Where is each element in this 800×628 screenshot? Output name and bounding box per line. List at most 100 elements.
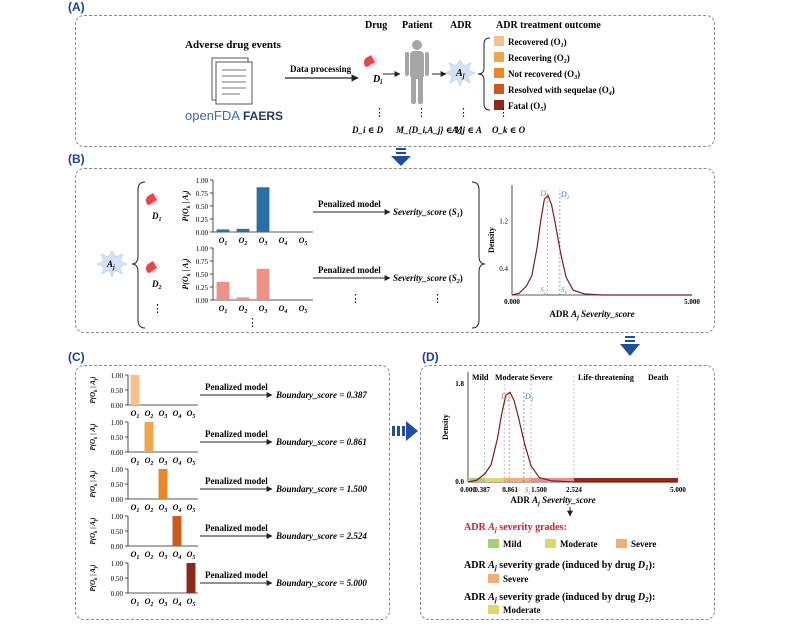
b2-xtick-5: O5 xyxy=(299,304,308,315)
boundary-score-1: Boundary_score = 0.387 xyxy=(275,390,367,400)
document-icon xyxy=(211,57,253,105)
b1-ytick-3: 0.25 xyxy=(196,216,209,224)
c5-ylabel: P(Ok | Aj) xyxy=(89,564,99,591)
c5-xtick-3: O3 xyxy=(159,597,168,608)
b1-bar-1 xyxy=(216,229,230,232)
patient-set-label: M_{D_i,A_j} ∈ M xyxy=(395,125,464,135)
c1-xtick-5: O5 xyxy=(187,409,196,420)
score-label-b2: Severity_score (S2) xyxy=(393,273,463,285)
d1-grade-swatch xyxy=(488,574,499,583)
c1-ytick-0: 1.00 xyxy=(111,372,124,380)
model-ellipsis-b: ⋮ xyxy=(350,293,361,305)
c3-bar-3 xyxy=(158,469,168,499)
score-ellipsis-b: ⋮ xyxy=(432,293,443,305)
c2-xtick-5: O5 xyxy=(187,456,196,467)
patient-figure-icon xyxy=(405,40,429,104)
c5-ytick-1: 0.50 xyxy=(111,575,124,583)
outcome-label-4: Resolved with sequelae (O4) xyxy=(508,85,615,97)
c5-ytick-0: 1.00 xyxy=(111,560,124,568)
adr-node-label: Aj xyxy=(455,68,465,80)
boundary-score-3: Boundary_score = 1.500 xyxy=(275,484,367,494)
b1-xtick-2: O2 xyxy=(239,236,248,247)
boundary-score-5: Boundary_score = 5.000 xyxy=(275,578,367,588)
c4-ytick-2: 0.00 xyxy=(111,543,124,551)
b-marker-s1: S1 xyxy=(561,286,567,296)
outcome-swatch-2 xyxy=(494,52,504,62)
b-xtick-1: 5.000 xyxy=(684,298,700,306)
b1-ytick-2: 0.50 xyxy=(196,203,209,211)
c4-xtick-4: O4 xyxy=(173,550,182,561)
outcome-label-5: Fatal (O5) xyxy=(508,101,546,113)
b1-ytick-0: 1.00 xyxy=(196,177,209,185)
d1-grade-label: Severe xyxy=(503,574,528,584)
outcome-swatch-4 xyxy=(494,84,504,94)
b2-bar-2 xyxy=(236,297,250,300)
d2-grade-swatch xyxy=(488,605,499,614)
d-xtick-2: 0.861 xyxy=(502,486,518,494)
b1-bar-2 xyxy=(236,228,250,232)
b1-xtick-5: O5 xyxy=(299,236,308,247)
c4-xtick-1: O1 xyxy=(131,550,140,561)
c-model-label-1: Penalized model xyxy=(205,382,268,392)
c1-xtick-2: O2 xyxy=(145,409,154,420)
c4-ytick-0: 1.00 xyxy=(111,513,124,521)
panel-b-label: (B) xyxy=(68,152,85,166)
d-grade-label-4: Life-threatening xyxy=(578,373,634,382)
c3-ytick-0: 1.00 xyxy=(111,466,124,474)
b2-ytick-2: 0.50 xyxy=(196,271,209,279)
b2-bar-3 xyxy=(256,268,270,300)
col-adr: ADR xyxy=(450,20,472,31)
b2-xtick-3: O3 xyxy=(259,304,268,315)
b1-xtick-1: O1 xyxy=(219,236,228,247)
drug-ellipsis: ⋮ xyxy=(374,107,385,119)
b-marker-d2: D2 xyxy=(539,189,549,200)
b-ytick-1: 0.4 xyxy=(499,265,508,273)
c5-xtick-4: O4 xyxy=(173,597,182,608)
adr-ellipsis: ⋮ xyxy=(458,107,469,119)
d-grade-band-5 xyxy=(574,478,678,482)
outcome-label-2: Recovering (O2) xyxy=(508,53,570,65)
d-xtick-1: 0.387 xyxy=(474,486,490,494)
c3-xtick-5: O5 xyxy=(187,503,196,514)
c2-xtick-2: O2 xyxy=(145,456,154,467)
outcome-brace xyxy=(477,37,491,111)
d-xtick-5: 5.000 xyxy=(670,486,686,494)
b2-ylabel: P(Ok | Aj) xyxy=(181,258,192,290)
c3-ytick-1: 0.50 xyxy=(111,481,124,489)
b2-xtick-2: O2 xyxy=(239,304,248,315)
panel-a-frame xyxy=(75,15,715,147)
outcome-set-label: O_k ∈ O xyxy=(492,125,526,135)
c2-xtick-4: O4 xyxy=(173,456,182,467)
outcome-ellipsis: ⋮ xyxy=(498,107,509,119)
d-density-curve xyxy=(467,391,678,483)
d-density-xlabel: ADR Aj Severity_score xyxy=(510,495,595,507)
c1-ytick-1: 0.50 xyxy=(111,387,124,395)
c2-ylabel: P(Ok | Aj) xyxy=(89,423,99,450)
c-model-label-2: Penalized model xyxy=(205,429,268,439)
c2-ytick-0: 1.00 xyxy=(111,419,124,427)
outcome-swatch-3 xyxy=(494,68,504,78)
c3-ylabel: P(Ok | Aj) xyxy=(89,470,99,497)
c2-xtick-1: O1 xyxy=(131,456,140,467)
c1-xtick-3: O3 xyxy=(159,409,168,420)
panel-b-frame xyxy=(75,168,715,333)
outcome-label-3: Not recovered (O3) xyxy=(508,69,580,81)
b1-ylabel: P(Ok | Aj) xyxy=(181,190,192,222)
outcome-swatch-5 xyxy=(494,100,504,110)
c4-xtick-5: O5 xyxy=(187,550,196,561)
faers-label: FAERS xyxy=(243,109,283,123)
col-drug: Drug xyxy=(365,20,387,31)
c2-ytick-1: 0.50 xyxy=(111,434,124,442)
b1-bar-3 xyxy=(256,187,270,232)
d-density-ylabel: Density xyxy=(441,414,450,440)
c2-ytick-2: 0.00 xyxy=(111,449,124,457)
panel-d-label: (D) xyxy=(422,350,439,364)
b-xtick-0: 0.000 xyxy=(504,298,520,306)
b1-xtick-3: O3 xyxy=(259,236,268,247)
